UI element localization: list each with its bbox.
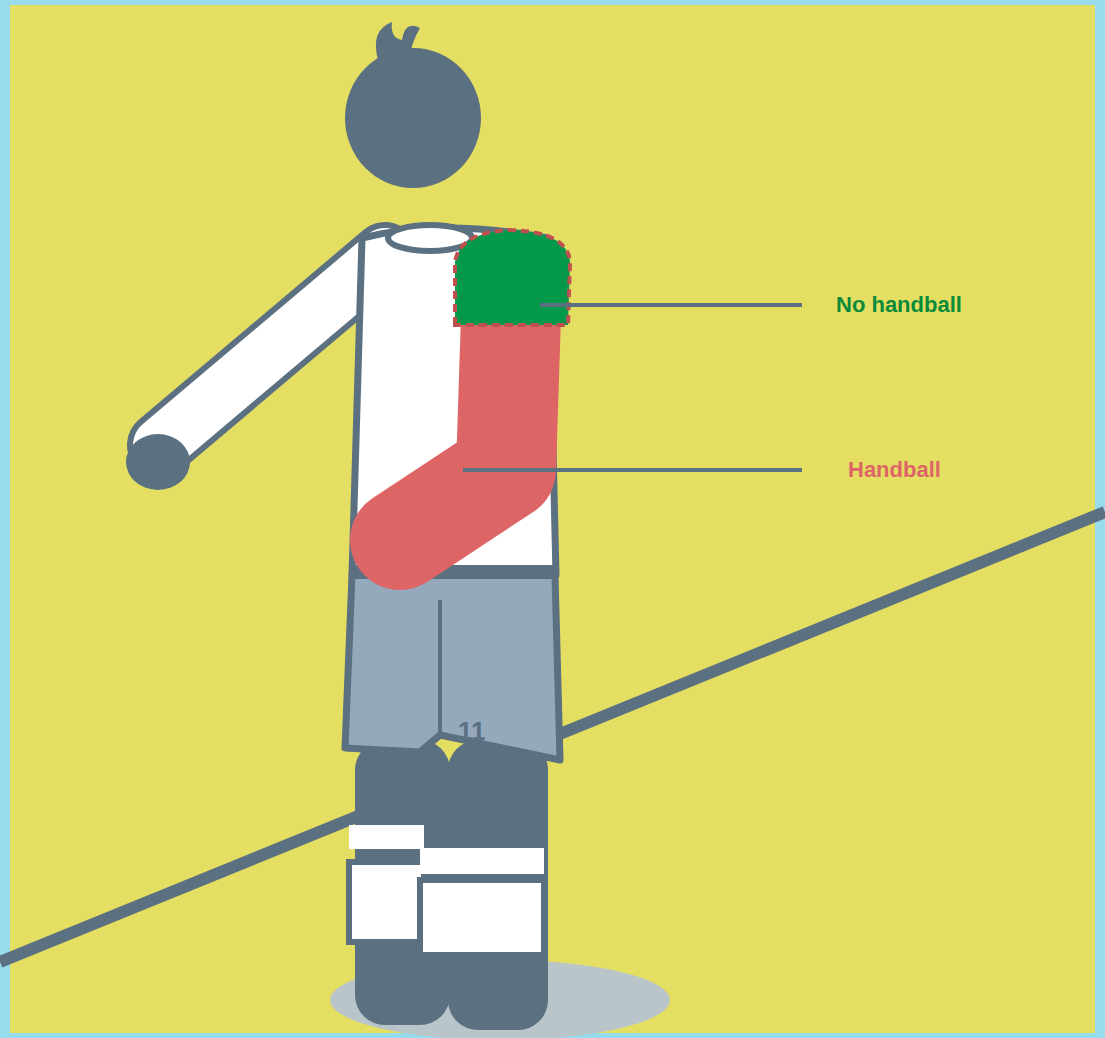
arm [160, 255, 385, 445]
shorts [345, 575, 560, 760]
arm-outline [160, 255, 385, 445]
field-line [0, 512, 1105, 962]
sock-band [420, 848, 544, 874]
head [345, 48, 481, 188]
shirt-number: 11 [458, 717, 486, 746]
shorts-seam [438, 600, 442, 735]
background [10, 5, 1095, 1033]
leader-line [540, 303, 802, 307]
arm-no-handball-zone [455, 230, 570, 325]
sock [349, 862, 424, 942]
hand [126, 434, 190, 490]
sock [420, 880, 544, 955]
sock-band [349, 825, 424, 849]
leader-line [463, 468, 802, 472]
zone-label: Handball [848, 458, 941, 482]
zone-label: No handball [836, 293, 962, 317]
